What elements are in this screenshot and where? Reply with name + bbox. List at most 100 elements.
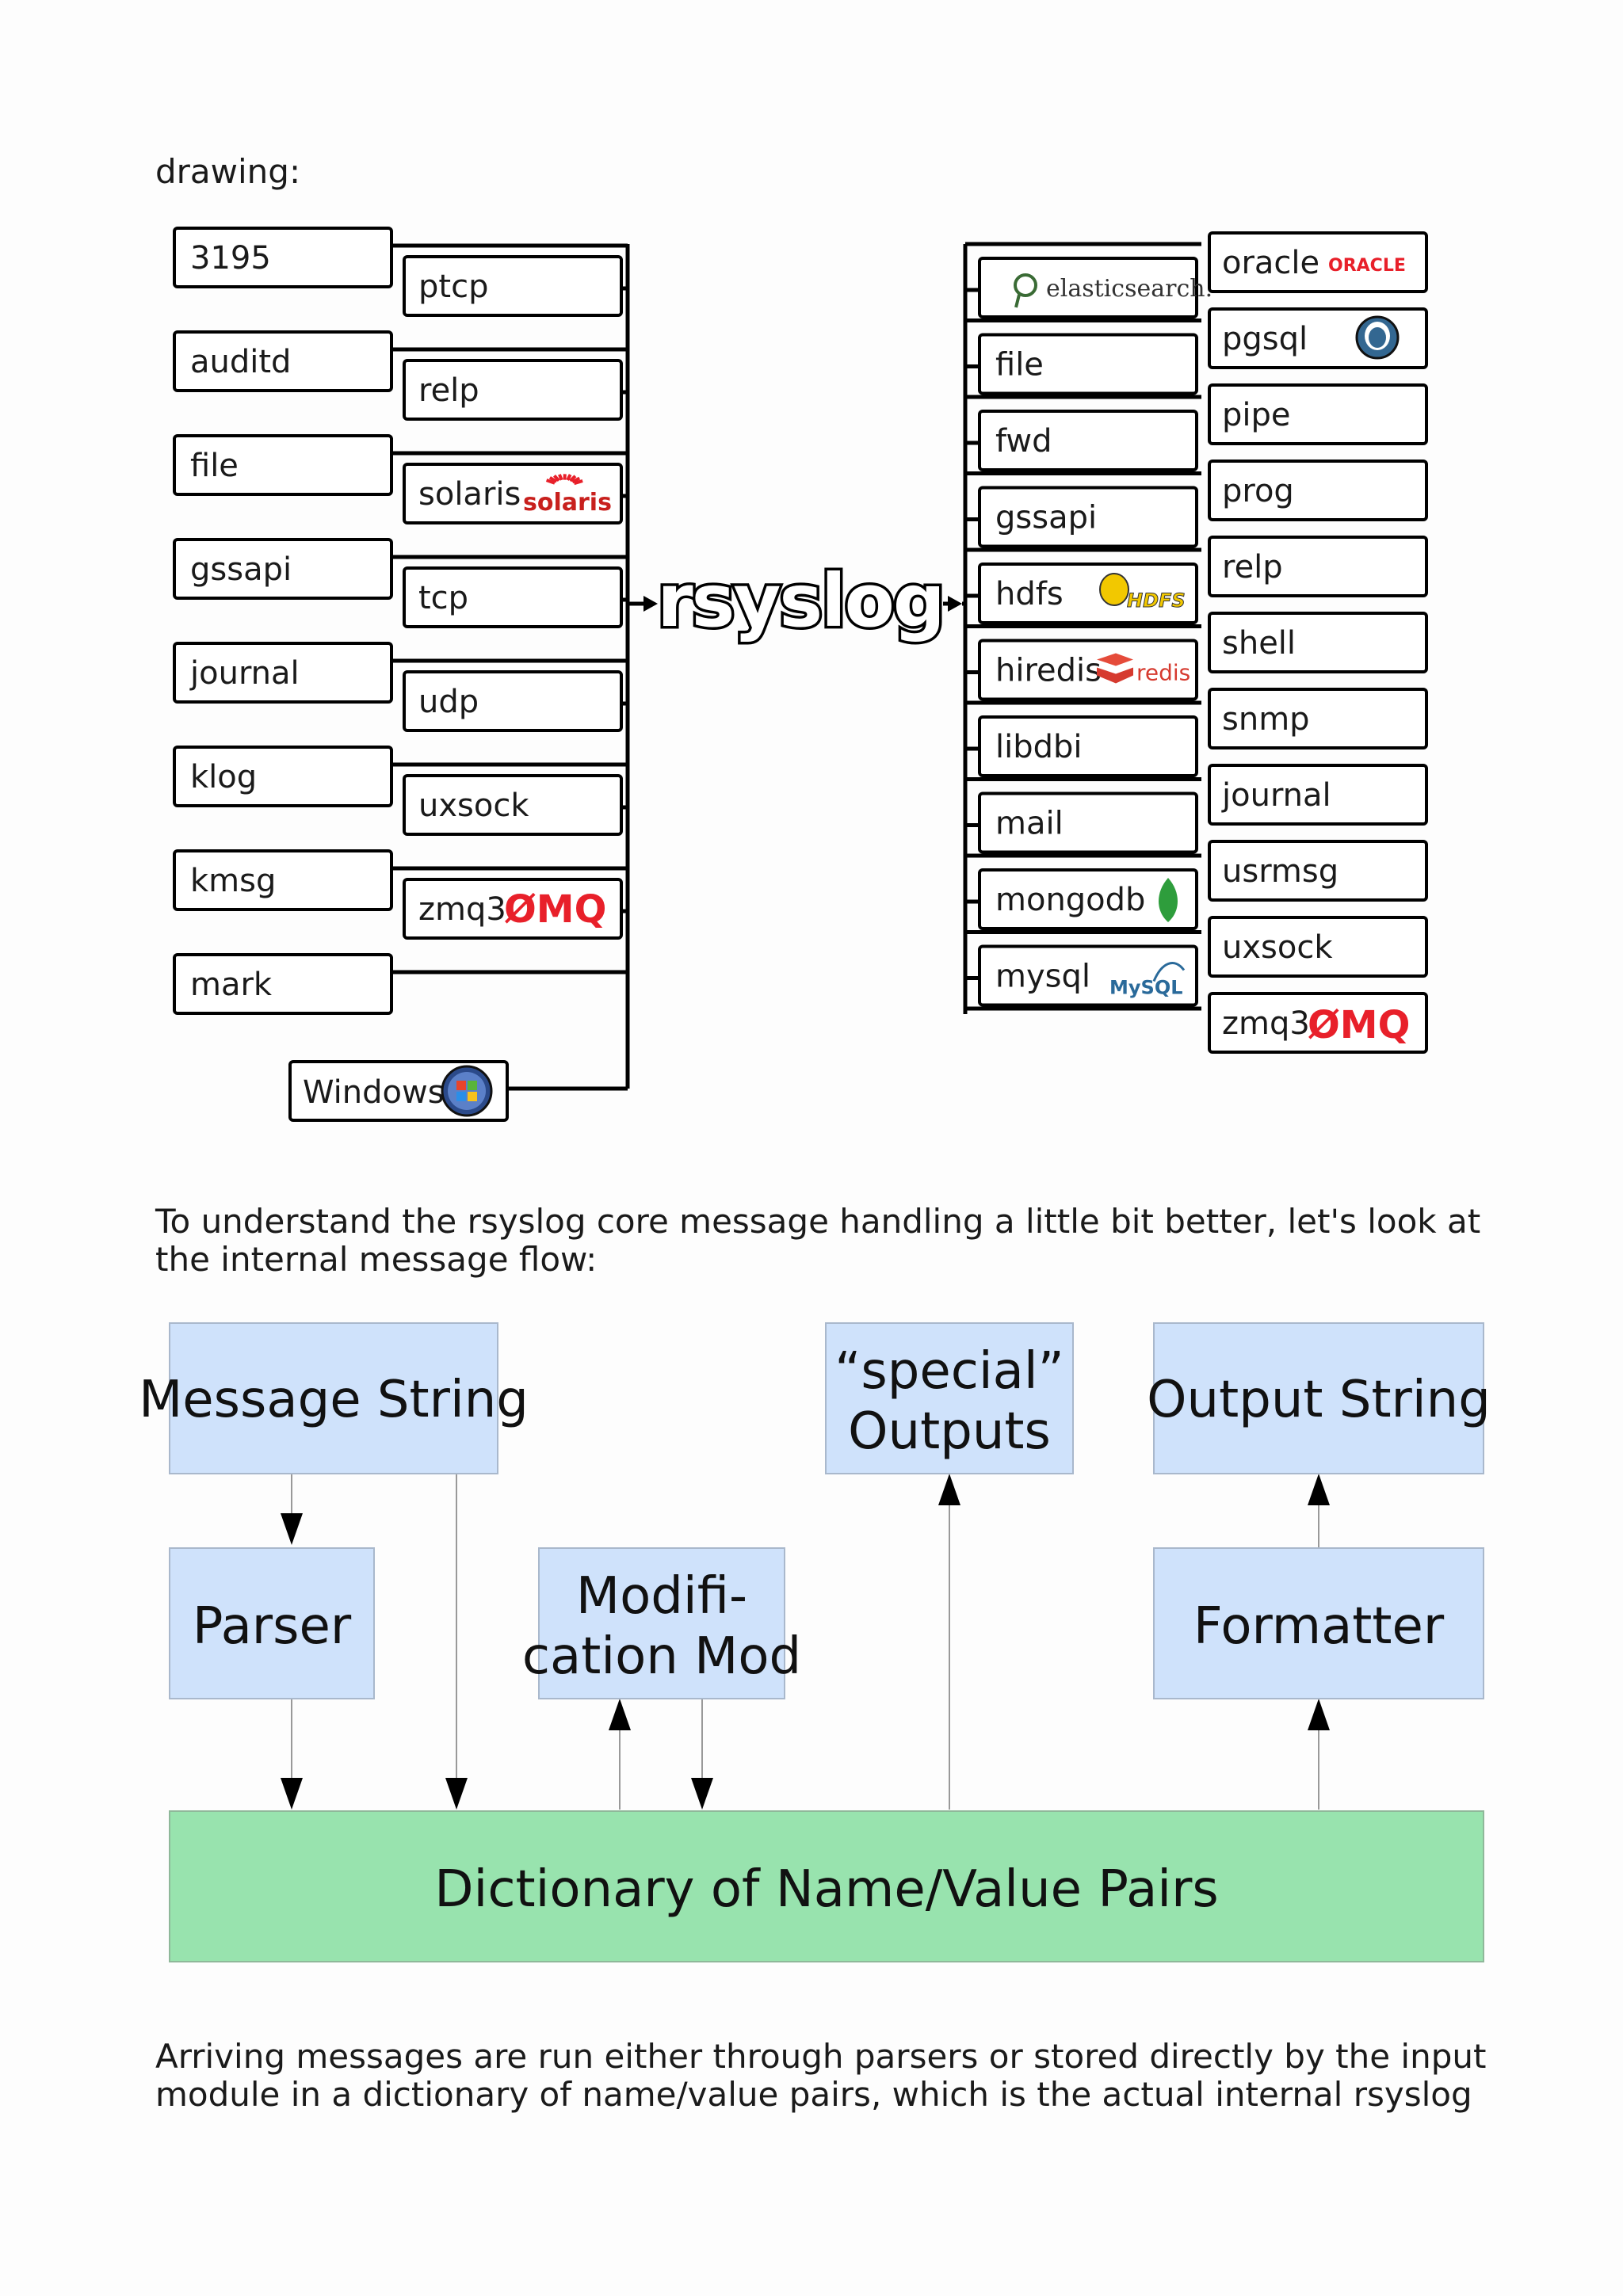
input-auditd: auditd [173, 330, 393, 392]
modification-label-1: Modifi- [576, 1567, 747, 1626]
paragraph-dictionary: Arriving messages are run either through… [155, 2037, 1487, 2114]
postgresql-elephant-icon [1355, 315, 1400, 360]
paragraph-message-flow: To understand the rsyslog core message h… [155, 1202, 1481, 1279]
output-libdbi-label: libdbi [995, 729, 1083, 765]
input-file: file [173, 434, 393, 496]
special-outputs-label-1: “special” [834, 1342, 1064, 1401]
elasticsearch-logo-icon [1014, 273, 1037, 308]
special-outputs-box: “special” Outputs [825, 1322, 1074, 1474]
input-tcp: tcp [403, 566, 623, 628]
output-relp-label: relp [1222, 549, 1283, 585]
input-klog-label: klog [190, 759, 257, 795]
input-solaris-label: solaris [418, 476, 521, 513]
output-oracle: oracle ORACLE [1208, 231, 1428, 293]
input-udp-label: udp [418, 684, 479, 720]
input-ptcp: ptcp [403, 255, 623, 317]
output-uxsock: uxsock [1208, 916, 1428, 978]
output-fwd-label: fwd [995, 423, 1052, 460]
output-hdfs-label: hdfs [995, 576, 1064, 612]
svg-text:MySQL: MySQL [1109, 977, 1183, 999]
dictionary-label: Dictionary of Name/Value Pairs [434, 1860, 1218, 1919]
input-kmsg-label: kmsg [190, 863, 276, 899]
mongodb-leaf-icon [1159, 878, 1178, 922]
input-3195: 3195 [173, 227, 393, 288]
input-zmq3-label: zmq3 [418, 891, 506, 928]
output-relp: relp [1208, 536, 1428, 597]
output-pipe: pipe [1208, 383, 1428, 445]
input-tcp-label: tcp [418, 580, 468, 616]
output-hiredis: hiredis redis [978, 639, 1198, 701]
output-gssapi: gssapi [978, 486, 1198, 548]
output-fwd: fwd [978, 410, 1198, 471]
flow-connectors [281, 1474, 1330, 1810]
output-journal: journal [1208, 764, 1428, 826]
output-file: file [978, 333, 1198, 395]
input-mark: mark [173, 953, 393, 1015]
input-kmsg: kmsg [173, 849, 393, 911]
drawing-label: drawing: [155, 152, 301, 191]
input-windows: Windows [288, 1060, 509, 1122]
output-mail-label: mail [995, 806, 1064, 842]
input-uxsock: uxsock [403, 774, 623, 836]
input-mark-label: mark [190, 967, 273, 1003]
input-klog: klog [173, 746, 393, 807]
output-mail: mail [978, 791, 1198, 854]
output-usrmsg-label: usrmsg [1222, 853, 1338, 890]
zmq-logo-icon: ØMQ [504, 887, 606, 932]
rsyslog-logo: rsyslog [655, 556, 948, 646]
output-snmp: snmp [1208, 688, 1428, 749]
special-outputs-label-2: Outputs [848, 1402, 1051, 1461]
output-libdbi: libdbi [978, 715, 1198, 777]
dictionary-box: Dictionary of Name/Value Pairs [169, 1810, 1484, 1962]
input-gssapi: gssapi [173, 538, 393, 600]
output-pgsql-label: pgsql [1222, 321, 1308, 357]
output-gssapi-label: gssapi [995, 500, 1097, 536]
rsyslog-io-diagram: 3195auditdfilegssapijournalklogkmsgmark … [173, 227, 1428, 1122]
output-zmq3-label: zmq3 [1222, 1005, 1310, 1042]
svg-text:HDFS: HDFS [1127, 589, 1186, 612]
message-flow-diagram: Message String “special” Outputs Output … [139, 1322, 1491, 1962]
parser-label: Parser [193, 1597, 352, 1656]
redis-logo-icon: redis [1097, 653, 1190, 686]
output-journal-label: journal [1221, 777, 1331, 814]
input-3195-label: 3195 [190, 240, 271, 277]
output-prog: prog [1208, 460, 1428, 521]
mysql-logo-icon: MySQL [1109, 962, 1186, 999]
input-journal-label: journal [189, 655, 300, 692]
zmq-output-logo-icon: ØMQ [1308, 1003, 1410, 1047]
oracle-logo-icon: ORACLE [1328, 256, 1406, 276]
output-pgsql: pgsql [1208, 307, 1428, 369]
windows-logo-icon [441, 1065, 493, 1117]
output-file-label: file [995, 347, 1044, 383]
input-relp-label: relp [418, 372, 479, 409]
hdfs-logo-icon: HDFS [1099, 573, 1186, 612]
output-string-box: Output String [1147, 1322, 1491, 1474]
formatter-box: Formatter [1153, 1547, 1484, 1699]
output-hiredis-label: hiredis [995, 653, 1102, 689]
input-journal: journal [173, 642, 393, 704]
output-mongodb-label: mongodb [995, 882, 1145, 918]
input-windows-label: Windows [303, 1074, 445, 1111]
solaris-logo-icon: solaris [523, 489, 612, 517]
output-shell-label: shell [1222, 625, 1296, 662]
modification-label-2: cation Mod [522, 1627, 801, 1686]
elasticsearch-wordmark: elasticsearch. [1046, 275, 1212, 303]
output-shell: shell [1208, 612, 1428, 673]
input-uxsock-label: uxsock [418, 788, 529, 824]
rsyslog-title: rsyslog [657, 559, 943, 643]
input-gssapi-label: gssapi [190, 551, 292, 588]
parser-box: Parser [169, 1547, 375, 1699]
output-oracle-label: oracle [1222, 245, 1319, 281]
svg-text:redis: redis [1136, 660, 1190, 686]
output-pipe-label: pipe [1222, 397, 1291, 433]
output-hdfs: hdfs HDFS [978, 563, 1198, 624]
output-mysql-label: mysql [995, 959, 1090, 995]
output-mongodb: mongodb [978, 868, 1198, 930]
output-uxsock-label: uxsock [1222, 929, 1333, 966]
modification-module-box: Modifi- cation Mod [522, 1547, 801, 1699]
formatter-label: Formatter [1193, 1597, 1445, 1656]
